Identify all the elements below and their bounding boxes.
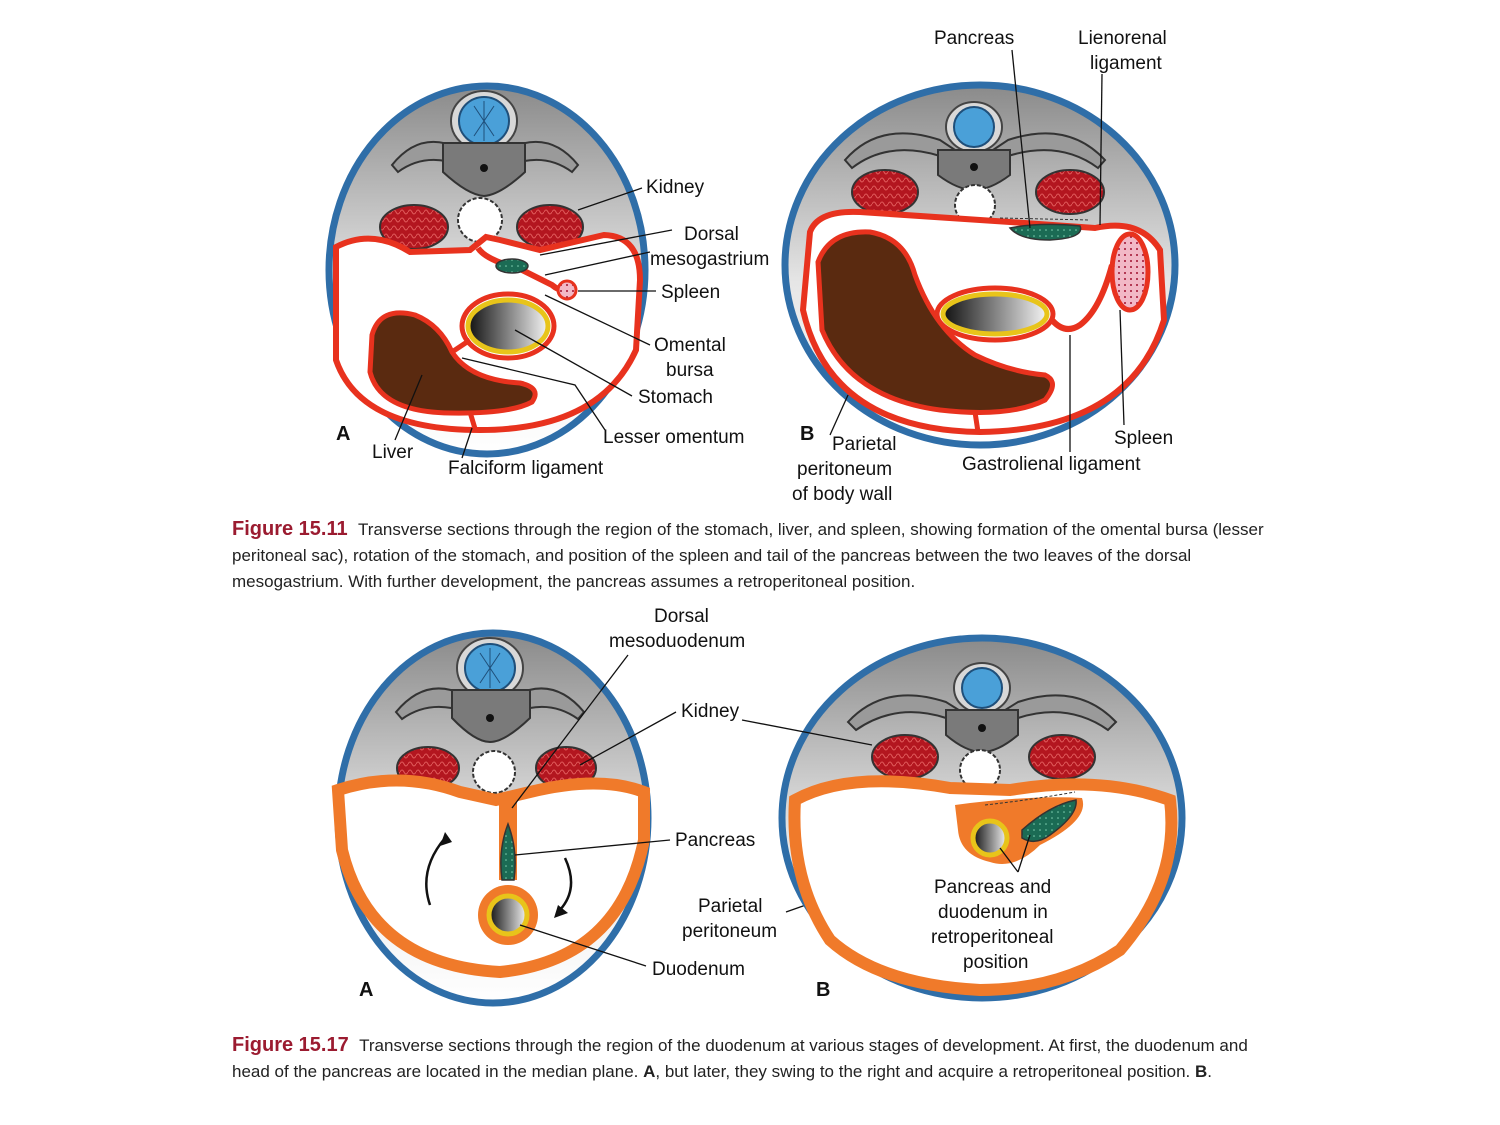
label-parietal-2: peritoneum (797, 459, 892, 480)
label-lienorenal-2: ligament (1090, 53, 1163, 74)
caption-text-2: , but later, they swing to the right and… (655, 1062, 1196, 1081)
duodenum-a (486, 893, 530, 937)
kidney-right (1028, 734, 1096, 780)
peritoneal-cavity (331, 774, 650, 979)
vertebral-arch (394, 687, 586, 721)
rotation-arrow-left (425, 837, 446, 906)
label-parietal-17-1: Parietal (698, 896, 762, 917)
spinal-cord (450, 90, 518, 152)
kidney-left (871, 734, 939, 780)
notochord-dot (978, 724, 986, 732)
kidney-left (851, 169, 919, 215)
pancreas-b-17 (1021, 799, 1077, 843)
label-retro-3: retroperitoneal (931, 927, 1054, 948)
aorta (472, 750, 516, 794)
caption-bold-a: A (643, 1062, 656, 1081)
label-gastrolienal: Gastrolienal ligament (962, 454, 1141, 475)
caption-text-1: Transverse sections through the region o… (232, 1036, 1248, 1081)
label-parietal-3: of body wall (792, 484, 892, 505)
caption-text: Transverse sections through the region o… (232, 520, 1264, 591)
fig1517-a-labels: Dorsal mesoduodenum Kidney Pancreas Pari… (359, 606, 821, 1001)
label-retro-1: Pancreas and (934, 877, 1051, 898)
label-kidney: Kidney (646, 177, 705, 198)
panel-label-b: B (800, 423, 814, 445)
fig1511-b-labels: Pancreas Lienorenal ligament B Parietal … (792, 28, 1173, 505)
pancreas-b (1008, 223, 1082, 241)
label-omental-2: bursa (666, 360, 714, 381)
spleen-a (556, 279, 578, 301)
label-spleen: Spleen (661, 282, 720, 303)
label-retro-2: duodenum in (938, 902, 1048, 923)
fig1517-b-labels: Pancreas and duodenum in retroperitoneal… (741, 719, 1054, 1001)
falciform-ligament (972, 411, 981, 433)
fig1511-panel-a-section (325, 82, 649, 458)
label-spleen-b: Spleen (1114, 428, 1173, 449)
label-liver: Liver (372, 442, 414, 463)
label-kidney-17: Kidney (681, 701, 740, 722)
fig1517-panel-b-section (778, 634, 1186, 1002)
duodenum-b (970, 818, 1010, 858)
stomach-b (940, 291, 1050, 337)
notochord-dot (486, 714, 494, 722)
label-lienorenal-1: Lienorenal (1078, 28, 1167, 49)
label-pancreas-17: Pancreas (675, 830, 755, 851)
peritoneal-cavity (788, 775, 1178, 997)
pancreas-head-a (500, 821, 516, 881)
caption-text-3: . (1207, 1062, 1213, 1081)
label-pancreas: Pancreas (934, 28, 1014, 49)
notochord-dot (970, 163, 978, 171)
notochord-dot (480, 164, 488, 172)
panel-label-a: A (336, 423, 350, 445)
kidney-right (1035, 169, 1105, 215)
label-dorsal-mesoduodenum-1: Dorsal (654, 606, 709, 627)
label-lesser-omentum: Lesser omentum (603, 427, 745, 448)
spinal-cord (953, 662, 1011, 714)
fig1511-panel-b-section (781, 81, 1179, 449)
stomach-a (465, 297, 551, 355)
liver-b (815, 229, 1055, 415)
label-stomach: Stomach (638, 387, 713, 408)
falciform-ligament (467, 411, 479, 433)
label-dorsal-mesogastrium-2: mesogastrium (650, 249, 769, 270)
label-dorsal-mesogastrium-1: Dorsal (684, 224, 739, 245)
fig1511-a-labels: Kidney Dorsal mesogastrium Spleen Omenta… (336, 177, 769, 479)
gastrolienal-ligament (1049, 264, 1115, 332)
label-omental-1: Omental (654, 335, 726, 356)
caption-bold-b: B (1195, 1062, 1208, 1081)
aorta (457, 197, 503, 243)
label-retro-4: position (963, 952, 1029, 973)
caption-figure-15-17: Figure 15.17 Transverse sections through… (232, 1032, 1272, 1085)
caption-number: Figure 15.11 (232, 518, 348, 540)
label-falciform: Falciform ligament (448, 458, 604, 479)
liver-a (367, 310, 538, 416)
caption-figure-15-11: Figure 15.11 Transverse sections through… (232, 516, 1272, 595)
fig1517-panel-a-section (331, 629, 652, 1007)
caption-number: Figure 15.17 (232, 1034, 349, 1056)
label-duodenum: Duodenum (652, 959, 745, 980)
pancreas-a (495, 258, 529, 274)
panel-label-a-17: A (359, 979, 373, 1001)
label-parietal-1: Parietal (832, 434, 896, 455)
label-dorsal-mesoduodenum-2: mesoduodenum (609, 631, 745, 652)
lesser-omentum (450, 337, 472, 355)
spinal-cord (945, 101, 1003, 153)
spleen-b (1109, 231, 1151, 313)
panel-label-b-17: B (816, 979, 830, 1001)
lienorenal-ligament (999, 217, 1091, 221)
label-parietal-17-2: peritoneum (682, 921, 777, 942)
